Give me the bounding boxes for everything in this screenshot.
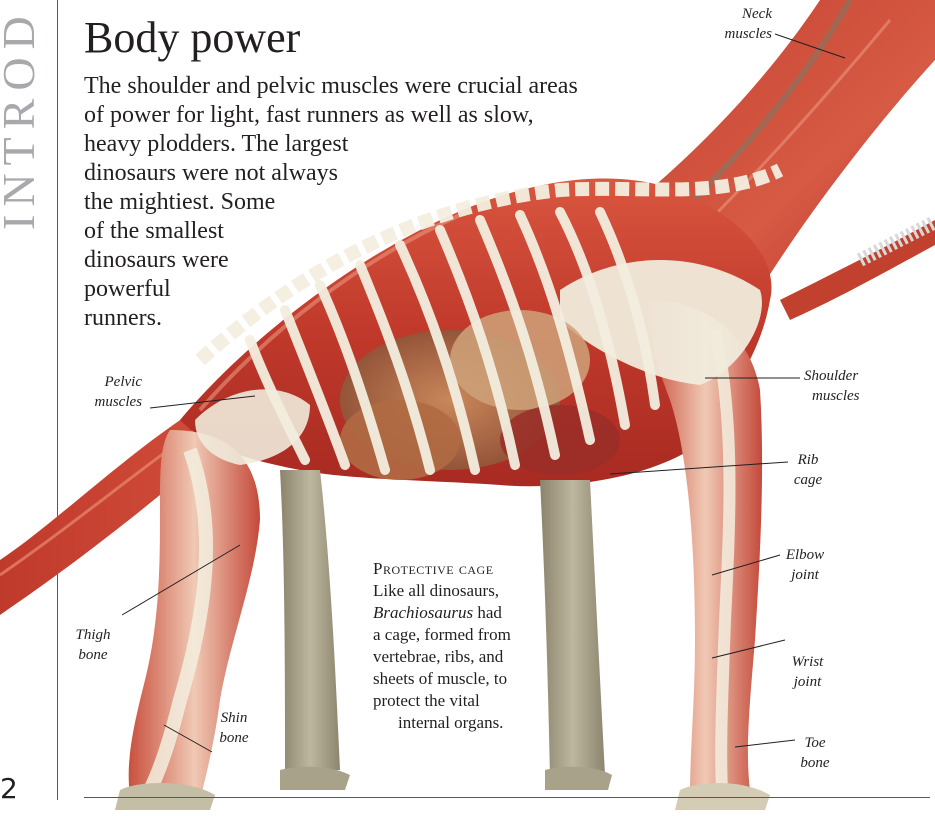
intro-line-4: dinosaurs were not always <box>84 159 338 187</box>
caption-line-2: Brachiosaurus had <box>373 602 502 624</box>
bottom-rule <box>84 797 930 798</box>
callout-pelvic-muscles: Pelvic muscles <box>84 372 142 412</box>
intro-line-7: dinosaurs were <box>84 246 229 274</box>
intro-line-1: The shoulder and pelvic muscles were cru… <box>84 72 578 100</box>
back-leg-left <box>280 470 340 775</box>
caption-line-7: internal organs. <box>398 712 503 734</box>
callout-thigh-bone: Thigh bone <box>68 625 118 665</box>
intro-line-3: heavy plodders. The largest <box>84 130 348 158</box>
page-title: Body power <box>84 12 300 64</box>
callout-elbow-joint: Elbow joint <box>780 545 830 585</box>
callout-wrist-joint: Wrist joint <box>785 652 830 692</box>
front-leg-back <box>540 480 605 778</box>
callout-shin-bone: Shin bone <box>214 708 254 748</box>
caption-line-3: a cage, formed from <box>373 624 511 646</box>
intro-line-2: of power for light, fast runners as well… <box>84 101 534 129</box>
caption-line-1: Like all dinosaurs, <box>373 580 499 602</box>
caption-line-5: sheets of muscle, to <box>373 668 507 690</box>
callout-rib-cage: Rib cage <box>788 450 828 490</box>
caption-line-6: protect the vital <box>373 690 480 712</box>
intro-line-8: powerful <box>84 275 171 303</box>
trachea <box>780 220 935 320</box>
species-name: Brachiosaurus <box>373 603 473 622</box>
intro-line-5: the mightiest. Some <box>84 188 275 216</box>
caption-line-4: vertebrae, ribs, and <box>373 646 503 668</box>
callout-toe-bone: Toe bone <box>795 733 835 773</box>
callout-shoulder-muscles: Shoulder muscles <box>804 366 860 406</box>
callout-neck-muscles: Neck muscles <box>690 4 772 44</box>
intro-line-6: of the smallest <box>84 217 224 245</box>
caption-heading: Protective cage <box>373 558 494 580</box>
intro-line-9: runners. <box>84 304 162 332</box>
